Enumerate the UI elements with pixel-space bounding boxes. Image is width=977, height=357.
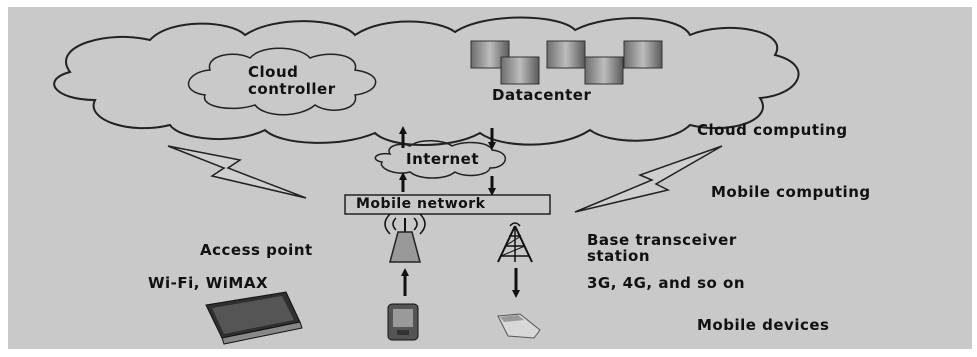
access-point-label: Access point bbox=[200, 241, 313, 259]
base-station-label: Base transceiver station bbox=[587, 231, 737, 265]
base-station-icon bbox=[497, 222, 533, 263]
wifi-label: Wi-Fi, WiMAX bbox=[148, 274, 269, 292]
internet-cloud bbox=[374, 140, 506, 179]
datacenter-label: Datacenter bbox=[492, 86, 592, 104]
cellular-label: 3G, 4G, and so on bbox=[587, 274, 746, 292]
lightning-bolt-left bbox=[167, 145, 307, 199]
cloud-computing-cloud bbox=[53, 16, 800, 146]
cloud-computing-label: Cloud computing bbox=[697, 121, 848, 139]
mobile-network-label: Mobile network bbox=[356, 196, 486, 212]
phone-icon bbox=[497, 313, 541, 339]
mobile-network-box bbox=[344, 194, 551, 215]
mobile-computing-label: Mobile computing bbox=[711, 183, 871, 201]
cloud-controller-label: Cloud controller bbox=[248, 63, 336, 98]
access-point-icon bbox=[384, 213, 426, 263]
lightning-bolt-right bbox=[574, 145, 723, 213]
pda-icon bbox=[387, 303, 419, 341]
laptop-icon bbox=[205, 291, 303, 345]
cloud-controller-cloud bbox=[187, 47, 377, 116]
internet-label: Internet bbox=[406, 150, 480, 168]
server-icon bbox=[470, 40, 663, 85]
mobile-devices-label: Mobile devices bbox=[697, 316, 830, 334]
